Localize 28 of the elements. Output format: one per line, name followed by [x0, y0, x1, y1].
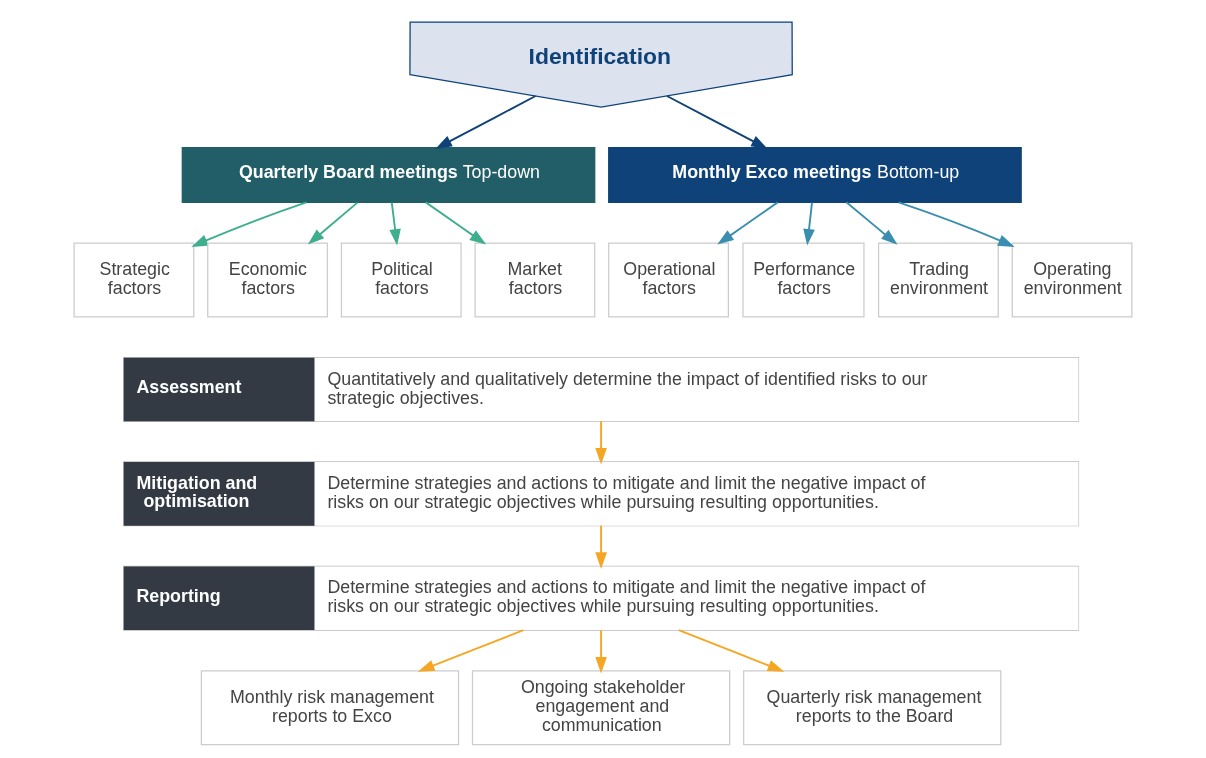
arrow — [595, 629, 607, 674]
node-box: Operational factors — [608, 242, 729, 318]
arrow — [845, 201, 898, 245]
arrow — [307, 201, 359, 245]
node-box: Economic factors — [207, 242, 329, 318]
node-box: Performance factors — [742, 242, 865, 318]
arrow — [191, 201, 308, 248]
node-box: Operating environment — [1011, 242, 1133, 318]
arrow — [717, 201, 779, 245]
arrow — [666, 95, 768, 149]
node-box: Monthly risk management reports to Exco — [200, 670, 460, 746]
node-box: Political factors — [340, 242, 462, 318]
arrow — [677, 629, 785, 672]
arrow — [389, 201, 401, 246]
arrow — [435, 95, 537, 149]
arrow — [897, 201, 1015, 247]
node-box: Monthly Exco meetings Bottom-up — [608, 146, 1022, 203]
arrow — [424, 201, 487, 245]
node-box: Trading environment — [877, 242, 999, 318]
node-box: Ongoing stakeholder engagement and communication — [471, 670, 731, 746]
node-box: Strategic factors — [73, 242, 195, 318]
arrow — [803, 201, 815, 246]
node-box: Quarterly Board meetings Top-down — [181, 146, 596, 203]
arrow — [417, 629, 525, 672]
arrow — [595, 524, 607, 569]
node-box: Quarterly risk management reports to the Board — [743, 670, 1002, 746]
node-box: Market factors — [474, 242, 596, 318]
arrow — [595, 420, 607, 465]
